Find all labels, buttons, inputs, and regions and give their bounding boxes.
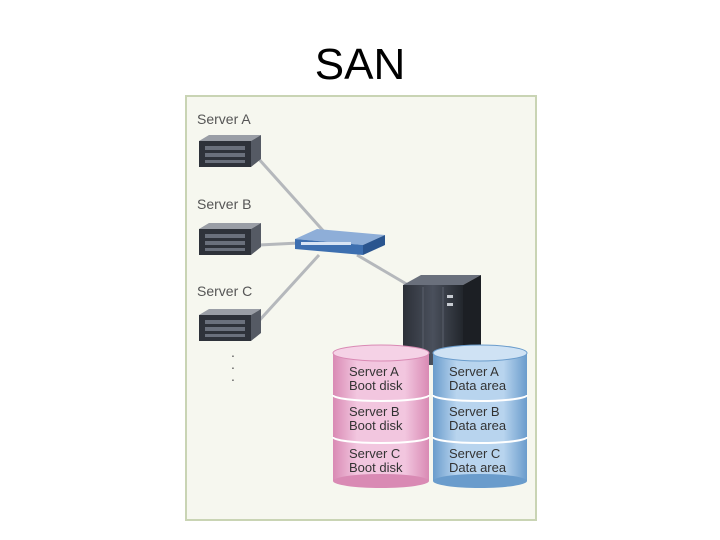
cable-switch-storage [356, 253, 416, 291]
server-a-icon [199, 135, 261, 167]
boot-disk-a-line1: Server A [349, 364, 399, 379]
boot-disk-a: Server A Boot disk [349, 365, 402, 393]
data-area-c-line1: Server C [449, 446, 501, 461]
boot-disk-c-line1: Server C [349, 446, 401, 461]
boot-disk-c-line2: Boot disk [349, 460, 403, 475]
server-b-label: Server B [197, 196, 252, 212]
data-area-a-line1: Server A [449, 364, 499, 379]
cable-server-c [255, 253, 321, 325]
data-area-b-line1: Server B [449, 404, 500, 419]
san-switch-icon [295, 229, 385, 255]
data-area-a-line2: Data area [449, 378, 507, 393]
slide-title: SAN [314, 40, 406, 89]
data-area-c: Server C Data area [449, 447, 506, 475]
data-area-cylinder [432, 344, 528, 488]
boot-disk-b-line1: Server B [349, 404, 400, 419]
server-c-label: Server C [197, 283, 253, 299]
cable-server-b [258, 241, 300, 247]
more-servers-ellipsis: · · · [230, 347, 236, 387]
boot-disk-a-line2: Boot disk [349, 378, 403, 393]
cable-server-a [255, 155, 329, 237]
boot-disk-cylinder [332, 344, 430, 488]
boot-disk-b: Server B Boot disk [349, 405, 402, 433]
boot-disk-b-line2: Boot disk [349, 418, 403, 433]
san-diagram [199, 135, 528, 488]
data-area-b: Server B Data area [449, 405, 506, 433]
data-area-a: Server A Data area [449, 365, 506, 393]
boot-disk-c: Server C Boot disk [349, 447, 402, 475]
server-a-label: Server A [197, 111, 251, 127]
cables [255, 155, 416, 325]
server-b-icon [199, 223, 261, 255]
data-area-b-line2: Data area [449, 418, 507, 433]
server-c-icon [199, 309, 261, 341]
data-area-c-line2: Data area [449, 460, 507, 475]
san-diagram-panel: Server A Server B Server C · · · Server … [185, 95, 537, 521]
